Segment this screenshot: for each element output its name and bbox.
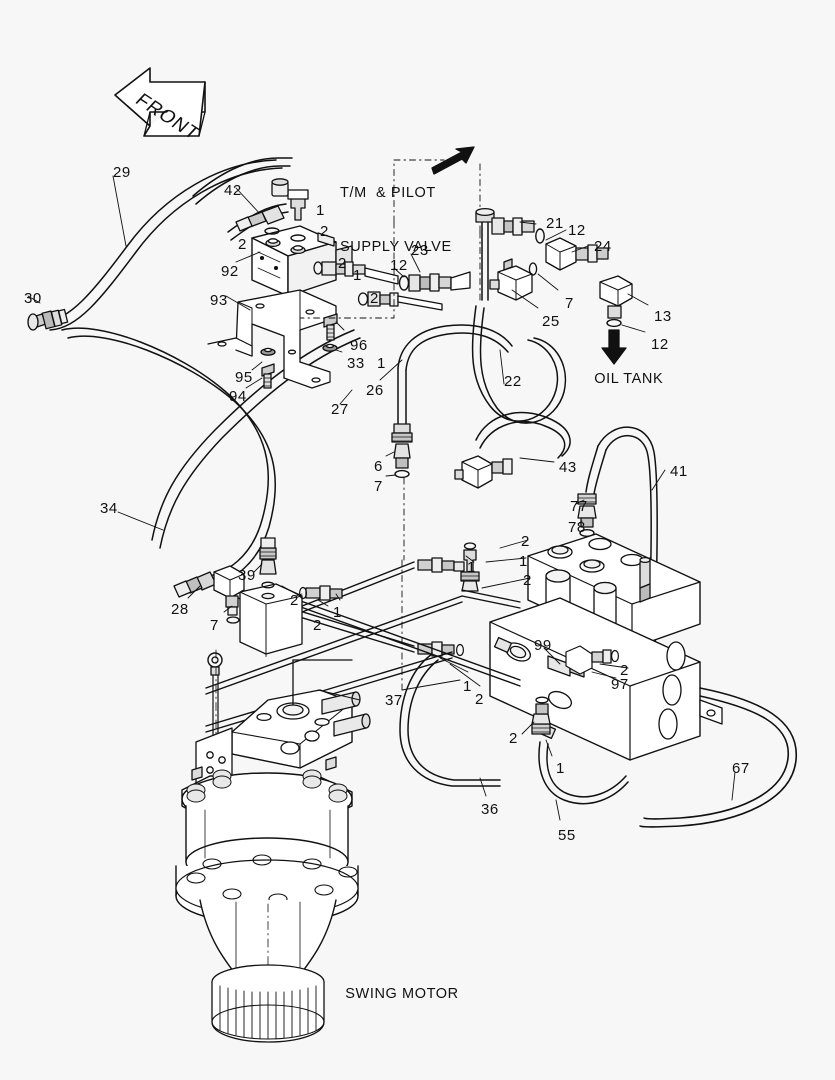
part-number-29: 29 [113,164,131,181]
part-number-95: 95 [235,369,253,386]
part-number-33: 33 [347,355,365,372]
part-number-12: 12 [651,336,669,353]
bracket-93 [207,289,337,389]
fitting-23 [398,271,471,292]
block-43 [454,455,513,489]
coupling-6-7 [391,423,413,479]
part-number-12: 12 [390,257,408,274]
part-number-36: 36 [481,801,499,818]
bolt-96-33 [322,313,338,352]
part-number-25: 25 [542,313,560,330]
part-number-37: 37 [385,692,403,709]
part-number-2: 2 [320,223,329,240]
oil-tank-label: OIL TANK [594,371,664,387]
block-39 [239,537,303,661]
tm-pilot-supply-valve-label: T/M & PILOT SUPPLY VALVE [340,185,452,255]
part-number-39: 39 [238,567,256,584]
part-number-21: 21 [546,215,564,232]
part-number-2: 2 [338,255,347,272]
part-number-97: 97 [611,676,629,693]
part-number-7: 7 [565,295,574,312]
part-number-41: 41 [670,463,688,480]
part-number-30: 30 [24,290,42,307]
part-number-77: 77 [570,498,588,515]
part-number-99: 99 [534,637,552,654]
part-number-2: 2 [521,533,530,550]
swing-motor-assembly [175,649,371,1043]
part-number-1: 1 [377,355,386,372]
swing-motor-label: SWING MOTOR [345,986,459,1002]
part-number-55: 55 [558,827,576,844]
part-number-2: 2 [620,662,629,679]
part-number-78: 78 [568,519,586,536]
part-number-28: 28 [171,601,189,618]
part-number-1: 1 [467,559,476,576]
part-number-92: 92 [221,263,239,280]
part-number-22: 22 [504,373,522,390]
front-arrow-icon [114,67,206,137]
tm-pilot-arrow-icon [431,146,475,175]
part-number-2: 2 [370,290,379,307]
part-number-43: 43 [559,459,577,476]
part-number-24: 24 [594,238,612,255]
part-number-2: 2 [509,730,518,747]
part-number-42: 42 [224,182,242,199]
tm-pilot-supply-valve-block [251,225,353,297]
part-number-1: 1 [353,267,362,284]
bolt-94-95 [260,347,276,389]
part-number-2: 2 [290,592,299,609]
fitting-97 [565,645,619,675]
part-number-7: 7 [374,478,383,495]
part-number-96: 96 [350,337,368,354]
part-number-1: 1 [316,202,325,219]
part-number-13: 13 [654,308,672,325]
part-number-1: 1 [556,760,565,777]
part-number-1: 1 [333,604,342,621]
part-number-1: 1 [463,678,472,695]
oil-tank-arrow-icon [601,329,627,365]
fitting-21-24 [489,217,633,328]
part-number-23: 23 [411,242,429,259]
part-number-6: 6 [374,458,383,475]
fitting-30 [27,308,69,331]
part-number-67: 67 [732,760,750,777]
part-number-7: 7 [210,617,219,634]
part-number-2: 2 [475,691,484,708]
hose-55 [531,696,629,805]
part-number-2: 2 [523,572,532,589]
part-number-1: 1 [519,553,528,570]
part-number-93: 93 [210,292,228,309]
part-number-27: 27 [331,401,349,418]
valve-right-fittings [313,261,443,311]
part-number-2: 2 [238,236,247,253]
part-number-94: 94 [229,388,247,405]
part-number-34: 34 [100,500,118,517]
part-number-12: 12 [568,222,586,239]
part-number-26: 26 [366,382,384,399]
part-number-2: 2 [313,617,322,634]
port-fittings-upper [235,178,309,242]
